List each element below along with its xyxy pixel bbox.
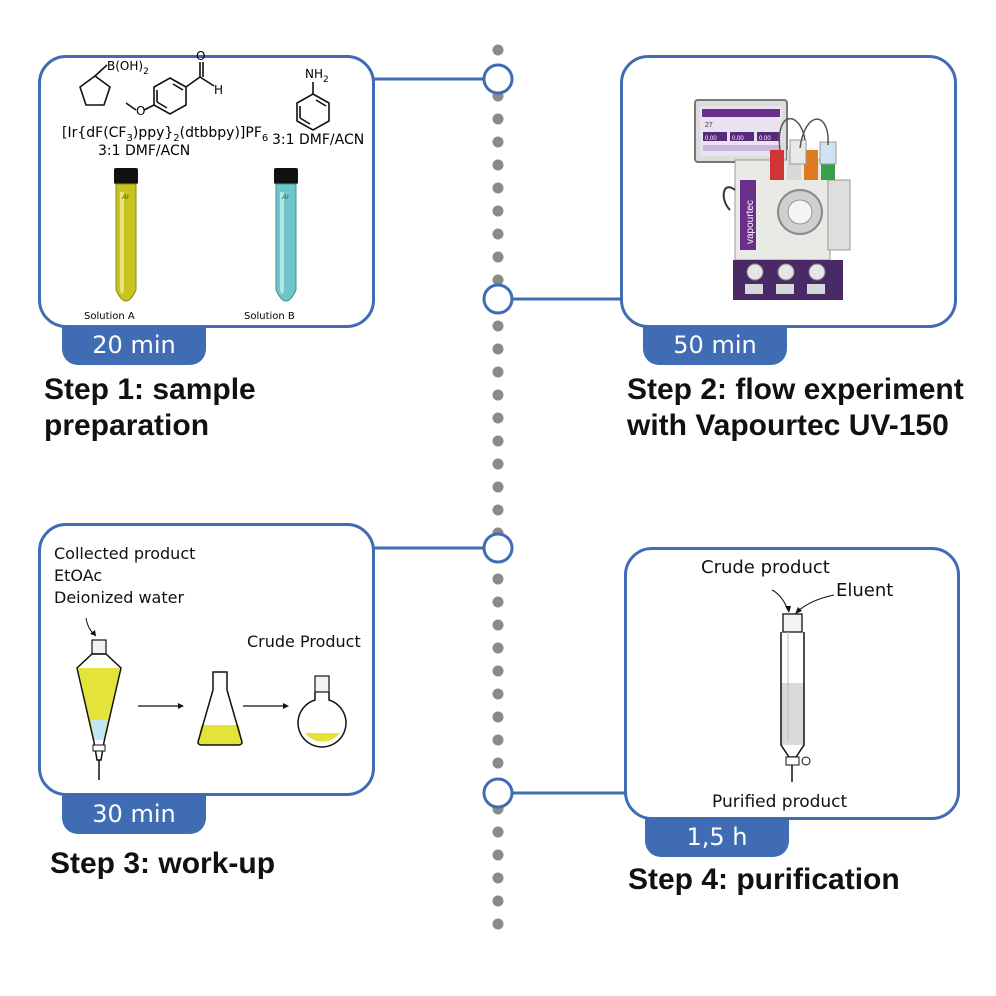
aldehyde-hydrogen: H (214, 83, 223, 97)
step-3-title: Step 3: work-up (50, 847, 276, 880)
timeline-dot (492, 458, 504, 470)
timeline-dot (492, 757, 504, 769)
step-1-duration: 20 min (62, 325, 206, 365)
device-brand: vapourtec (745, 200, 756, 244)
solution-a-label: Solution A (84, 311, 135, 322)
timeline-node-step-1 (482, 63, 514, 95)
reagent-deionized-water: Deionized water (54, 588, 185, 607)
timeline-dot (492, 251, 504, 263)
crude-product-input-label: Crude product (701, 557, 830, 578)
timeline-dot (492, 113, 504, 125)
step-3-duration: 30 min (62, 794, 206, 834)
aldehyde-oxygen: O (196, 49, 205, 63)
solvent-a-label: 3:1 DMF/ACN (98, 143, 190, 159)
timeline-dot (492, 734, 504, 746)
timeline-dot (492, 596, 504, 608)
screen-readout-1: 0.00 (705, 136, 717, 142)
timeline-dot (492, 872, 504, 884)
timeline-dot (492, 182, 504, 194)
timeline-dot (492, 435, 504, 447)
chromatography-column-icon (780, 613, 811, 782)
step-4-title: Step 4: purification (628, 863, 900, 896)
aniline-structure (296, 82, 330, 131)
step-2-duration: 50 min (643, 325, 787, 365)
timeline-dot (492, 274, 504, 286)
purified-product-label: Purified product (712, 792, 848, 812)
timeline-dot (492, 412, 504, 424)
step-2-title: Step 2: flow experiment with Vapourtec U… (627, 372, 964, 444)
cyclopentylboronic-acid-structure (79, 64, 111, 106)
timeline-dot (492, 665, 504, 677)
timeline-dot (492, 688, 504, 700)
methoxybenzaldehyde-structure (125, 62, 215, 115)
timeline-dot (492, 918, 504, 930)
timeline-dot (492, 849, 504, 861)
solvent-b-label: 3:1 DMF/ACN (272, 132, 364, 148)
tube-b-cap-text: Ar (281, 194, 290, 201)
round-bottom-flask-icon (297, 675, 347, 748)
timeline-dot (492, 619, 504, 631)
step-4-duration: 1,5 h (645, 817, 789, 857)
amine-label: NH2 (305, 67, 329, 85)
timeline-node-step-2 (482, 283, 514, 315)
solution-b-label: Solution B (244, 311, 295, 322)
step-3-reagent-list: Collected product EtOAc Deionized water (54, 543, 195, 609)
screen-value: 27 (705, 122, 713, 129)
timeline-dot (492, 711, 504, 723)
step-2-title-line-1: Step 2: flow experiment (627, 373, 964, 406)
timeline-dot (492, 228, 504, 240)
timeline-dot (492, 895, 504, 907)
timeline-dot (492, 642, 504, 654)
timeline-node-step-3 (482, 532, 514, 564)
timeline-dot (492, 343, 504, 355)
erlenmeyer-flask-icon (197, 671, 243, 746)
timeline-dot (492, 44, 504, 56)
timeline-node-step-4 (482, 777, 514, 809)
timeline-dot (492, 389, 504, 401)
crude-product-label: Crude Product (247, 632, 361, 651)
test-tube-solution-b (274, 168, 298, 302)
test-tube-solution-a (114, 168, 138, 302)
reagent-collected-product: Collected product (54, 544, 196, 563)
methoxy-oxygen: O (136, 104, 145, 118)
step-1-title: Step 1: sample preparation (44, 372, 256, 444)
timeline-dot (492, 366, 504, 378)
reagent-etoac: EtOAc (54, 566, 103, 585)
boronic-label: B(OH)2 (107, 59, 149, 77)
timeline-dot (492, 504, 504, 516)
separatory-funnel-icon (76, 639, 122, 780)
timeline-dot (492, 826, 504, 838)
timeline-dot (492, 573, 504, 585)
step-1-title-line-1: Step 1: sample (44, 373, 256, 406)
eluent-input-arrow-icon (796, 594, 835, 613)
timeline-dot (492, 205, 504, 217)
catalyst-label: [Ir{dF(CF3)ppy}2(dtbbpy)]PF6 (62, 125, 268, 144)
screen-readout-3: 0.00 (759, 136, 771, 142)
tube-a-cap-text: Ar (121, 194, 130, 201)
eluent-label: Eluent (836, 580, 894, 601)
timeline-dot (492, 159, 504, 171)
step-2-title-line-2: with Vapourtec UV-150 (627, 409, 949, 442)
timeline-dot (492, 136, 504, 148)
step-1-title-line-2: preparation (44, 409, 210, 442)
step-1-panel (38, 55, 375, 328)
timeline-dot (492, 481, 504, 493)
screen-readout-2: 0.00 (732, 136, 744, 142)
timeline-dot (492, 320, 504, 332)
